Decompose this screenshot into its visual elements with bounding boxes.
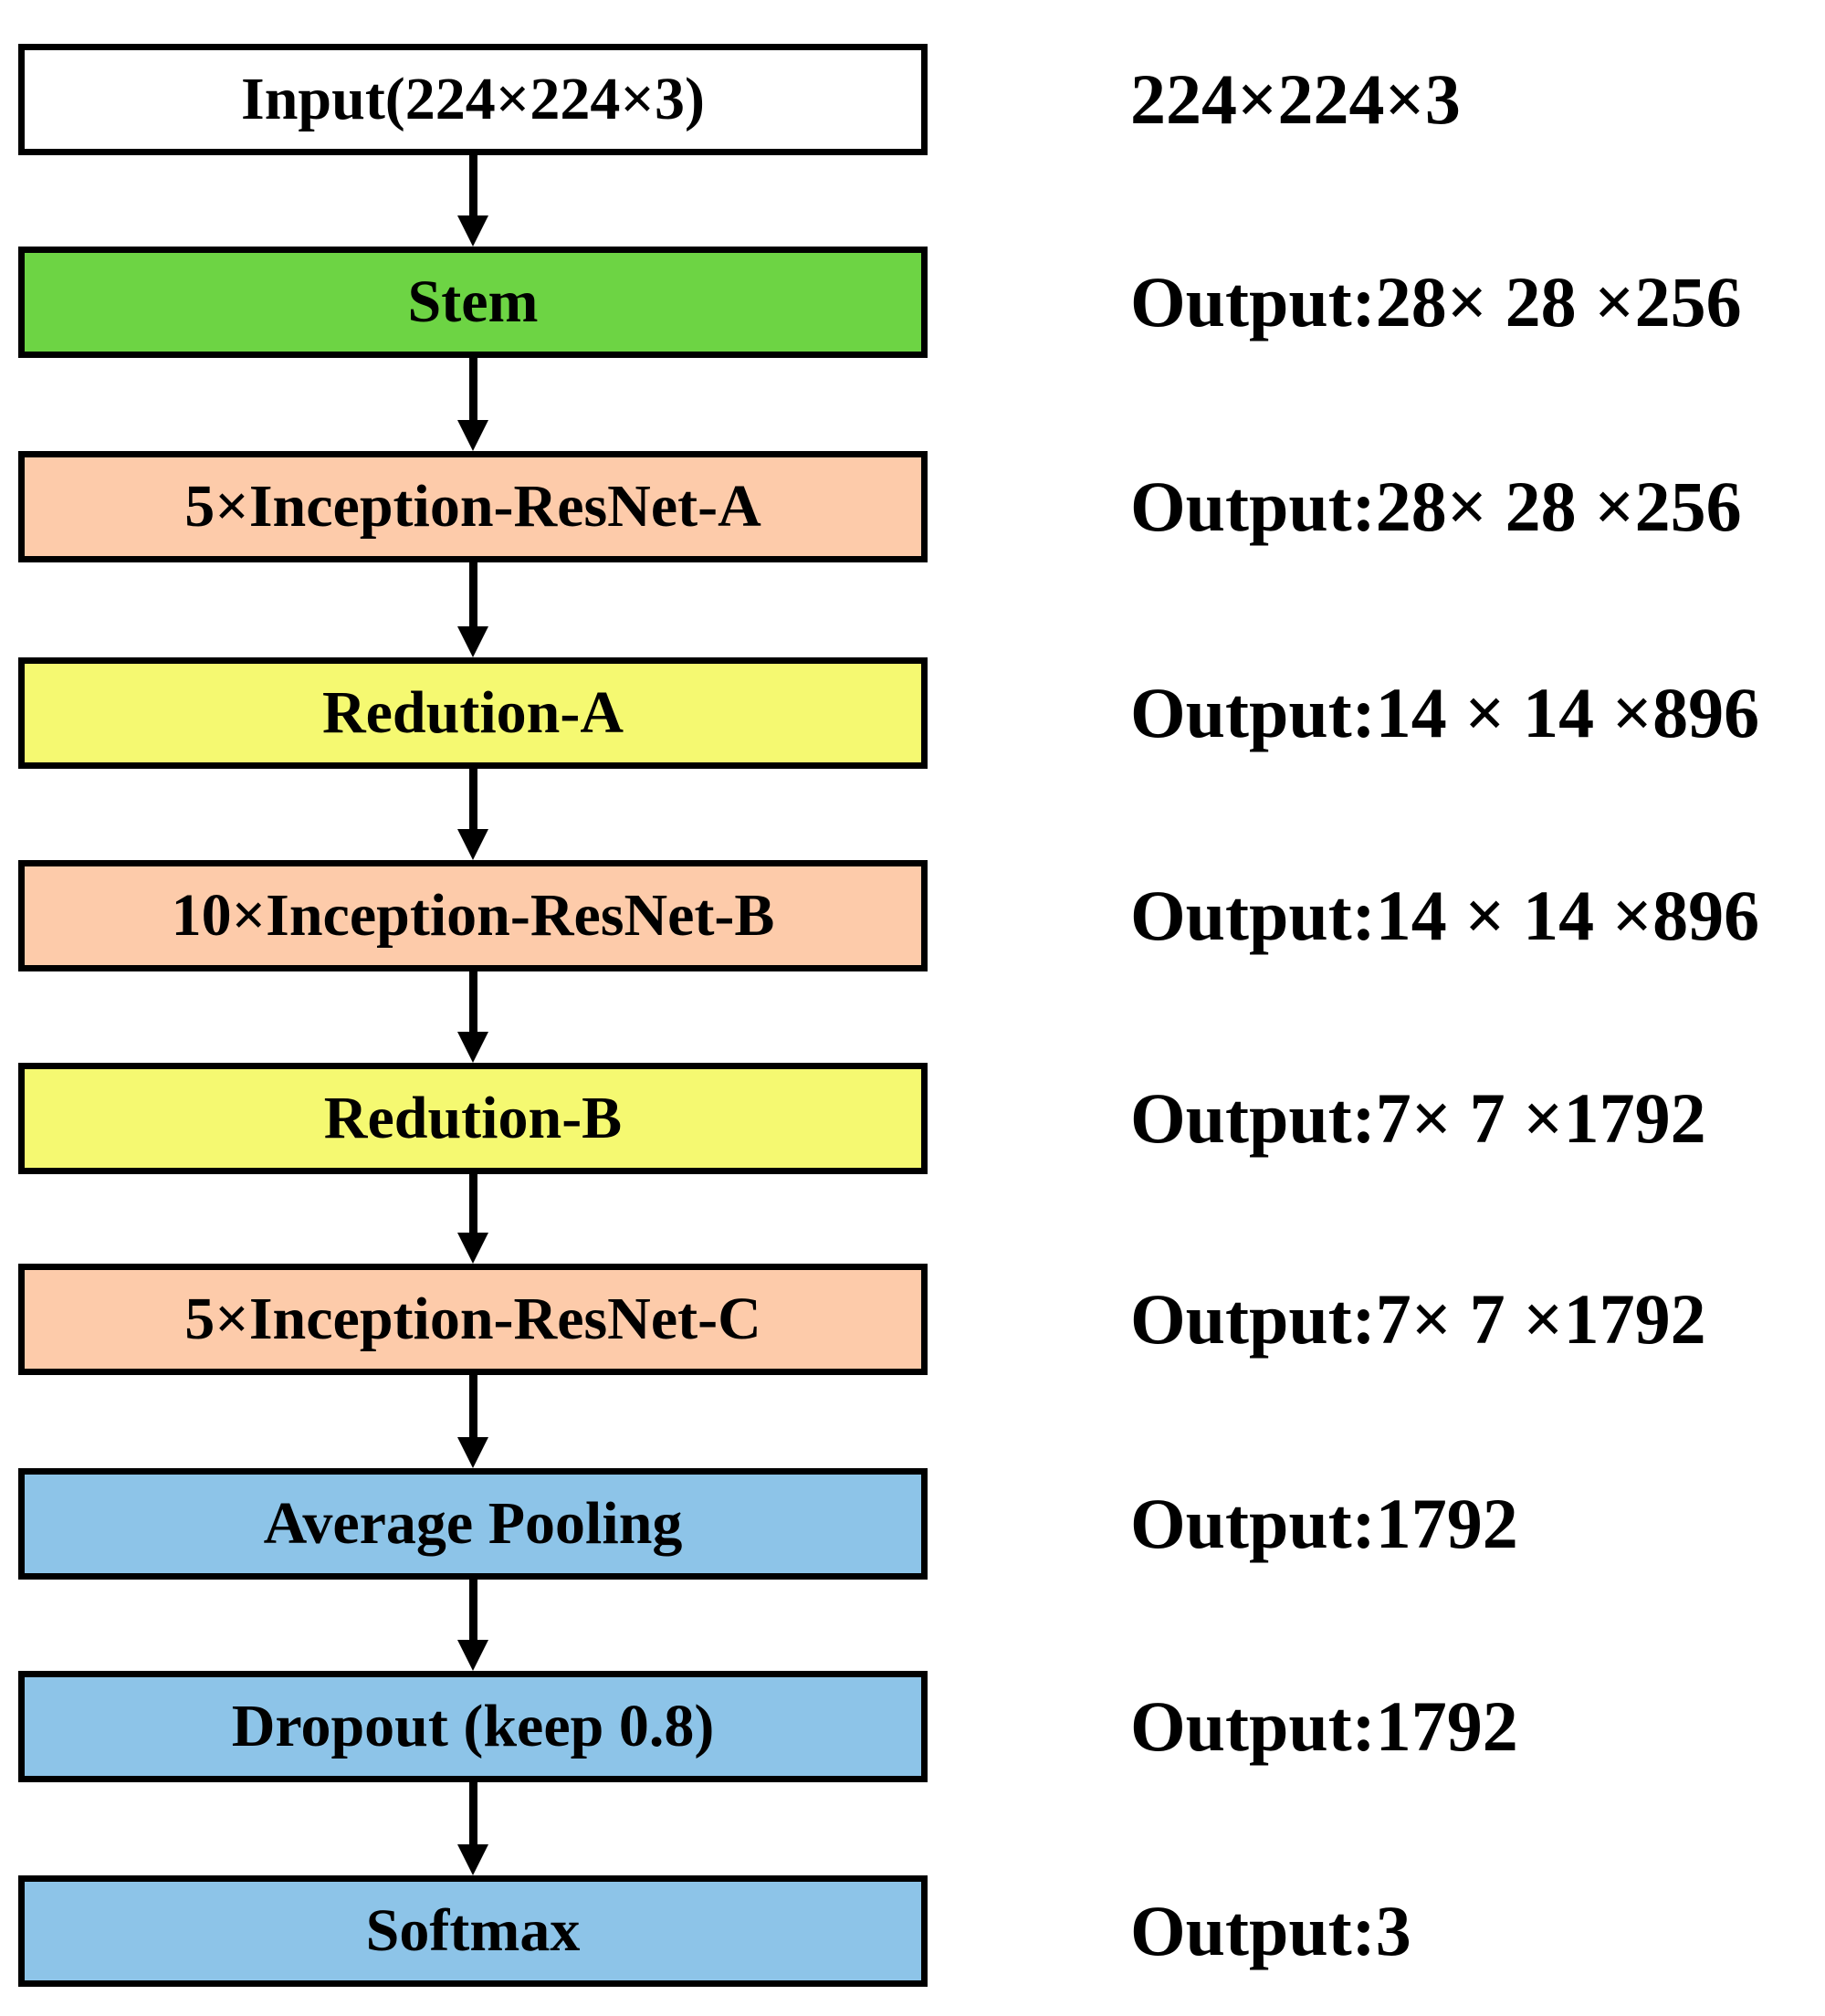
flow-arrow <box>455 358 491 451</box>
output-label-inception-resnet-c: Output:7× 7 ×1792 <box>1130 1279 1706 1359</box>
arrow-shaft <box>469 769 477 833</box>
layer-label-inception-resnet-c: 5×Inception-ResNet-C <box>184 1286 761 1352</box>
layer-label-dropout: Dropout (keep 0.8) <box>231 1693 715 1759</box>
output-label-average-pooling: Output:1792 <box>1130 1484 1518 1563</box>
arrow-shaft <box>469 562 477 630</box>
arrow-shaft <box>469 358 477 424</box>
output-label-reduction-b: Output:7× 7 ×1792 <box>1130 1078 1706 1158</box>
arrow-head-icon <box>457 215 488 247</box>
layer-box-inception-resnet-a: 5×Inception-ResNet-A <box>18 451 928 562</box>
output-label-reduction-a: Output:14 × 14 ×896 <box>1130 673 1760 752</box>
layer-box-dropout: Dropout (keep 0.8) <box>18 1671 928 1782</box>
arrow-shaft <box>469 155 477 219</box>
arrow-head-icon <box>457 1640 488 1671</box>
arrow-shaft <box>469 1782 477 1848</box>
flow-arrow <box>455 155 491 247</box>
arrow-shaft <box>469 1580 477 1643</box>
output-label-dropout: Output:1792 <box>1130 1686 1518 1766</box>
output-label-softmax: Output:3 <box>1130 1891 1411 1970</box>
layer-box-inception-resnet-c: 5×Inception-ResNet-C <box>18 1264 928 1375</box>
flow-arrow <box>455 769 491 860</box>
arrow-head-icon <box>457 1233 488 1264</box>
layer-box-stem: Stem <box>18 247 928 358</box>
layer-label-stem: Stem <box>407 268 539 335</box>
layer-label-softmax: Softmax <box>365 1897 581 1964</box>
output-label-input: 224×224×3 <box>1130 59 1461 139</box>
layer-box-reduction-a: Redution-A <box>18 657 928 769</box>
arrow-shaft <box>469 971 477 1035</box>
output-label-inception-resnet-a: Output:28× 28 ×256 <box>1130 467 1742 546</box>
arrow-head-icon <box>457 1844 488 1875</box>
flow-arrow <box>455 1580 491 1671</box>
output-label-inception-resnet-b: Output:14 × 14 ×896 <box>1130 876 1760 955</box>
arrow-head-icon <box>457 1437 488 1468</box>
flow-arrow <box>455 562 491 657</box>
layer-box-inception-resnet-b: 10×Inception-ResNet-B <box>18 860 928 971</box>
arrow-head-icon <box>457 420 488 451</box>
layer-label-input: Input(224×224×3) <box>241 66 705 132</box>
arrow-shaft <box>469 1174 477 1236</box>
arrow-head-icon <box>457 829 488 860</box>
layer-label-inception-resnet-b: 10×Inception-ResNet-B <box>171 882 775 949</box>
layer-label-reduction-b: Redution-B <box>323 1085 623 1151</box>
layer-label-reduction-a: Redution-A <box>321 679 624 746</box>
output-label-stem: Output:28× 28 ×256 <box>1130 262 1742 341</box>
flow-arrow <box>455 1174 491 1264</box>
flow-arrow <box>455 1782 491 1875</box>
layer-box-average-pooling: Average Pooling <box>18 1468 928 1580</box>
layer-box-input: Input(224×224×3) <box>18 44 928 155</box>
arrow-head-icon <box>457 626 488 657</box>
layer-box-softmax: Softmax <box>18 1875 928 1987</box>
arrow-shaft <box>469 1375 477 1441</box>
layer-label-inception-resnet-a: 5×Inception-ResNet-A <box>184 473 761 540</box>
flow-arrow <box>455 1375 491 1468</box>
layer-label-average-pooling: Average Pooling <box>263 1490 683 1557</box>
layer-box-reduction-b: Redution-B <box>18 1063 928 1174</box>
flow-arrow <box>455 971 491 1063</box>
arrow-head-icon <box>457 1032 488 1063</box>
